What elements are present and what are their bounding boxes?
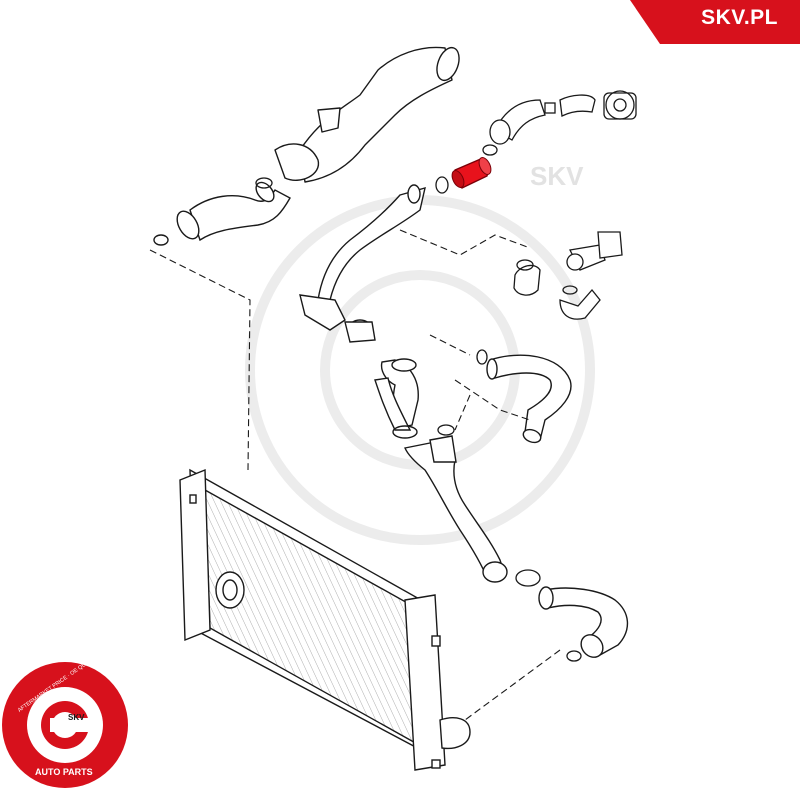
watermark-text: SKV <box>530 161 584 191</box>
upper-center-pipe <box>299 184 426 343</box>
brand-label[interactable]: SKV.PL <box>701 6 778 29</box>
upper-charge-pipe <box>274 46 460 183</box>
lower-right-hose <box>538 586 629 658</box>
middle-left-hose <box>374 358 419 439</box>
right-small-hoses <box>513 231 623 320</box>
logo-center-text: SKV <box>68 713 85 722</box>
upper-left-hose <box>153 181 291 246</box>
top-right-parts <box>482 90 637 156</box>
logo-bottom-text: AUTO PARTS <box>35 767 93 777</box>
highlighted-hose[interactable] <box>450 156 494 190</box>
leader-lines <box>149 229 561 721</box>
intercooler <box>179 468 471 771</box>
middle-right-hose <box>486 354 572 444</box>
lower-long-pipe <box>404 435 508 583</box>
skv-autoparts-logo: SKV AUTO PARTS AFTERMARKET PRICE · OE QU… <box>2 653 128 788</box>
